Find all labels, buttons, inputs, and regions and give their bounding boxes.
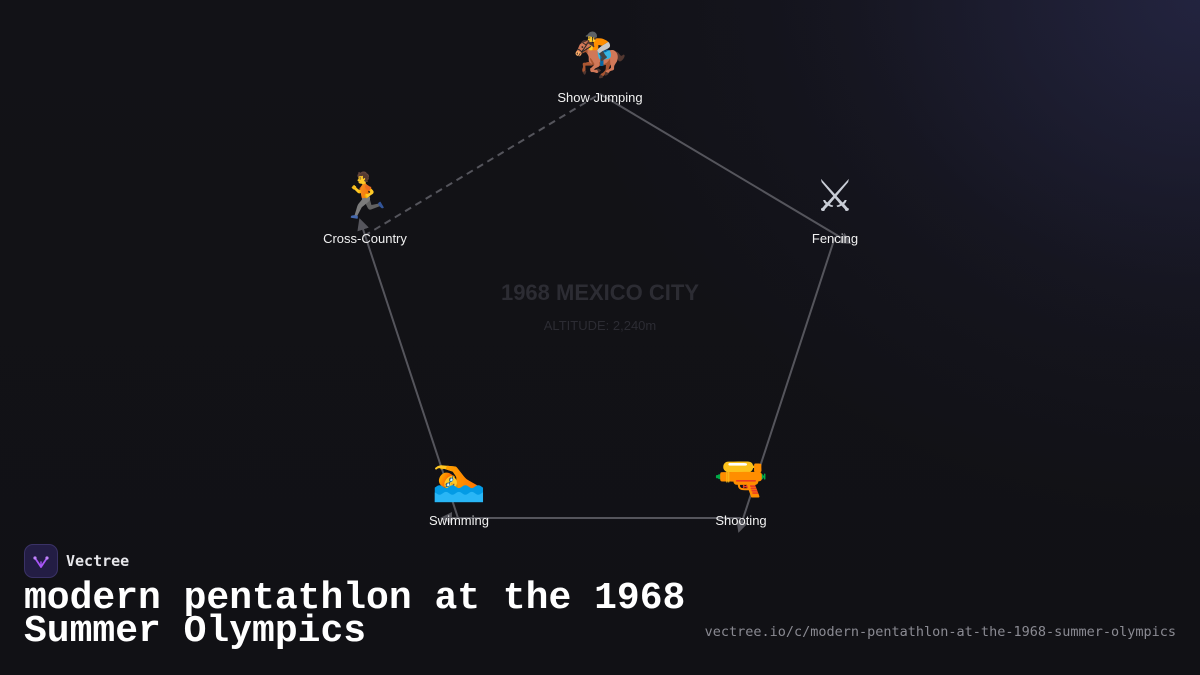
runner-icon: 🏃 — [337, 171, 393, 222]
node-show-jumping[interactable]: 🏇 Show Jumping — [520, 30, 680, 105]
node-label: Fencing — [811, 231, 859, 246]
node-swimming[interactable]: 🏊 Swimming — [379, 453, 539, 528]
edge-fencing-to-shooting — [736, 236, 836, 533]
node-label: Swimming — [429, 513, 489, 528]
center-title: 1968 MEXICO CITY — [500, 280, 700, 305]
crossed-swords-icon: ⚔ — [815, 171, 855, 222]
vectree-logo-icon — [24, 544, 58, 578]
center-subtitle: ALTITUDE: 2,240m — [543, 318, 657, 333]
node-label: Cross-Country — [323, 231, 407, 246]
swimmer-icon: 🏊 — [431, 453, 487, 504]
node-fencing[interactable]: ⚔ Fencing — [755, 171, 915, 246]
edge-cross-country-to-show-jumping — [363, 94, 599, 237]
source-url[interactable]: vectree.io/c/modern-pentathlon-at-the-19… — [704, 624, 1176, 640]
brand: Vectree — [24, 544, 129, 578]
pistol-icon: 🔫 — [713, 453, 769, 504]
edge-swimming-to-cross-country — [357, 218, 459, 519]
node-cross-country[interactable]: 🏃 Cross-Country — [285, 171, 445, 246]
node-shooting[interactable]: 🔫 Shooting — [661, 453, 821, 528]
node-label: Show Jumping — [557, 90, 643, 105]
brand-name: Vectree — [66, 552, 130, 570]
page-title: modern pentathlon at the 1968 Summer Oly… — [24, 577, 686, 653]
horse-racing-icon: 🏇 — [572, 30, 628, 81]
node-label: Shooting — [715, 513, 767, 528]
edge-show-jumping-to-fencing — [599, 93, 852, 245]
